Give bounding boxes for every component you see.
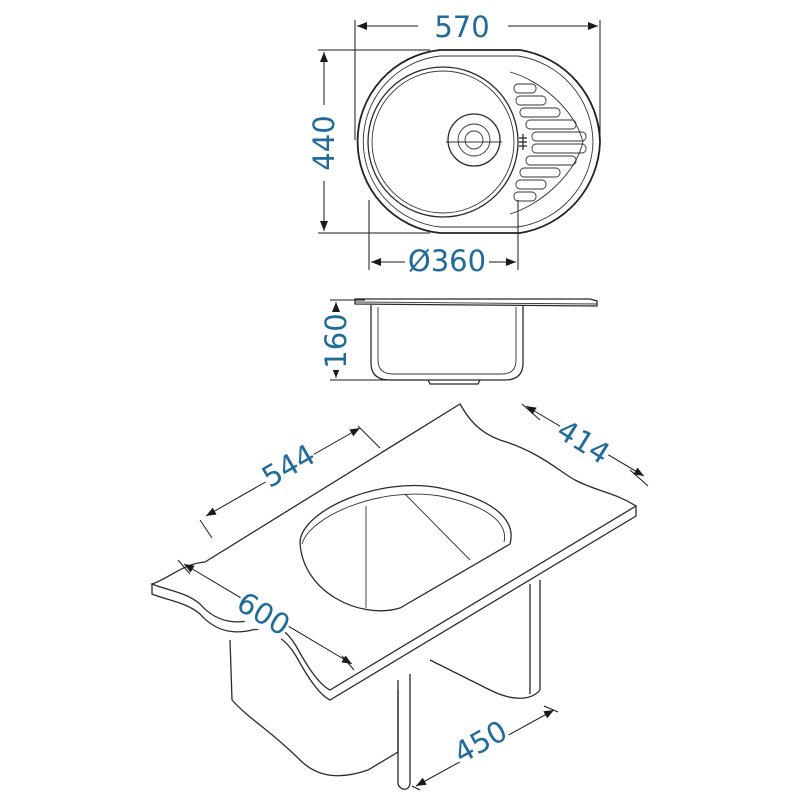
dimension-width-label: 570: [434, 10, 489, 44]
dimension-cabinet-depth-label: 450: [448, 714, 513, 771]
dimension-cutout-length-label: 544: [256, 437, 321, 494]
installation-view: 544 414 600 450: [150, 403, 649, 791]
dimension-bowl-diameter-label: Ø360: [408, 244, 486, 278]
sink-outer-rim: [356, 49, 601, 234]
drain-center: [464, 130, 484, 150]
drainer-grooves: [513, 83, 587, 202]
drain-inner: [457, 123, 491, 157]
sink-cutout: [299, 484, 512, 612]
dimension-bowl-depth-label: 160: [319, 313, 353, 368]
dimension-depth-label: 440: [307, 115, 341, 170]
side-view: 160: [319, 298, 598, 385]
sink-flange: [354, 298, 598, 307]
dimension-cutout-width-label: 414: [551, 413, 616, 471]
bowl-outline: [367, 66, 519, 218]
drain-outer: [447, 113, 501, 167]
drain-outlet: [427, 379, 481, 385]
bowl-inner-outline: [371, 70, 515, 214]
overflow-icon: [519, 134, 527, 150]
top-view: 570 440 Ø360: [306, 8, 601, 278]
bowl-profile: [370, 305, 524, 381]
cabinet-left-side: [229, 639, 399, 777]
